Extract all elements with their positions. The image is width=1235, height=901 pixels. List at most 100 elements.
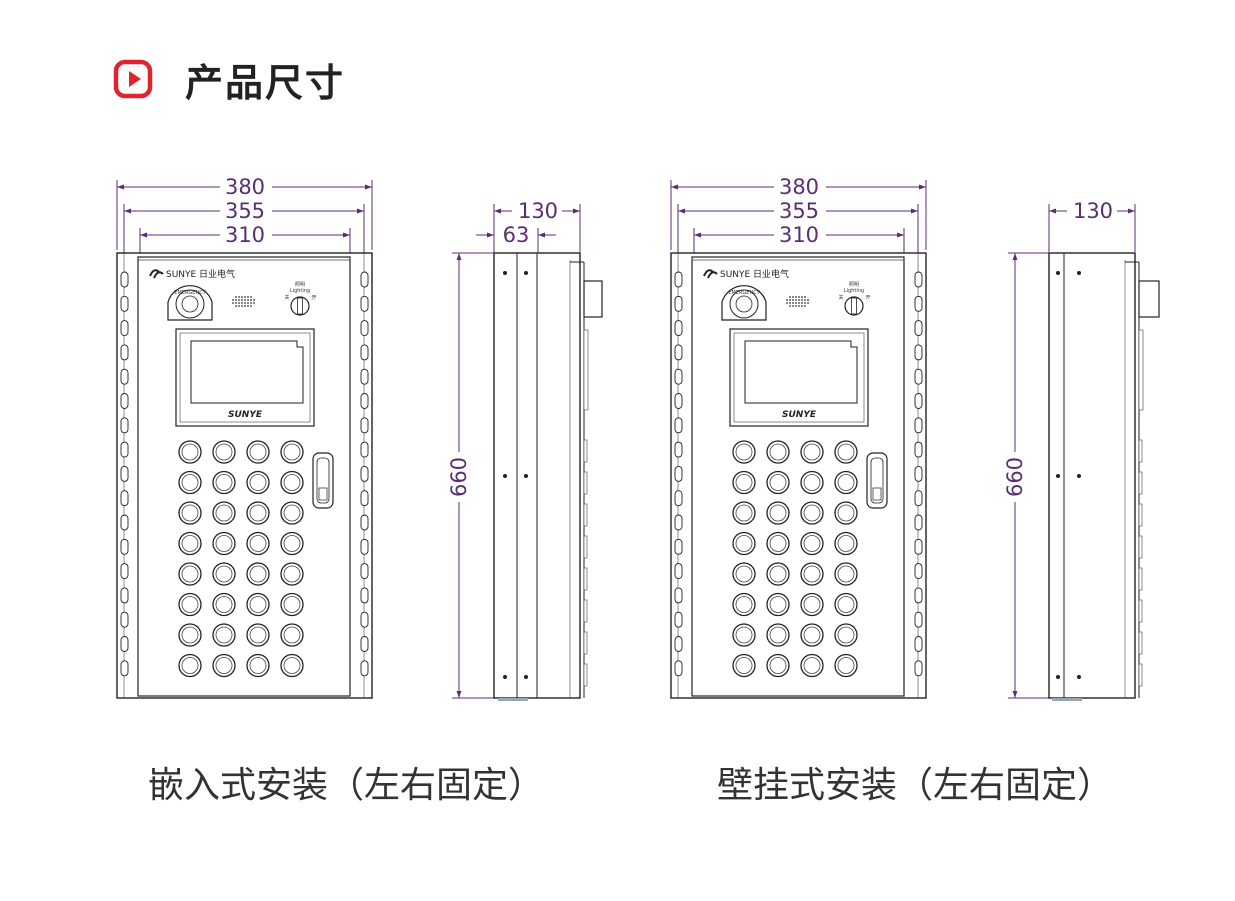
side-view-left: 130 63 660 — [447, 199, 603, 701]
brand-logo: SUNYE 日业电气 — [149, 268, 235, 280]
svg-text:SUNYE: SUNYE — [166, 270, 197, 280]
svg-text:EMERGENCY: EMERGENCY — [174, 290, 206, 296]
indicator-button — [212, 592, 236, 617]
indicator-button — [212, 562, 236, 586]
svg-text:日业电气: 日业电气 — [199, 268, 235, 280]
caption-wall-mount: 壁挂式安装（左右固定） — [717, 765, 1114, 806]
buzzer-grille — [786, 296, 809, 307]
side-view-right: 130 660 — [1003, 199, 1160, 701]
indicator-button — [766, 653, 790, 678]
indicator-button — [766, 440, 790, 464]
mounting-slots — [674, 271, 923, 677]
indicator-button — [246, 531, 270, 556]
emergency-stop-button: EMERGENCY — [721, 285, 767, 321]
svg-text:关: 关 — [284, 294, 289, 301]
display-screen: SUNYE — [175, 328, 315, 427]
indicator-button — [246, 501, 270, 525]
indicator-button — [766, 470, 790, 495]
indicator-button — [178, 470, 202, 495]
dim-width-mid: 355 — [779, 199, 819, 223]
display-screen: SUNYE — [729, 328, 869, 427]
dim-width-outer: 380 — [779, 175, 819, 199]
svg-text:照明: 照明 — [295, 282, 305, 288]
indicator-button — [732, 531, 756, 556]
indicator-button — [178, 440, 202, 464]
dim-depth: 130 — [1073, 199, 1113, 223]
indicator-button — [834, 653, 858, 678]
indicator-button — [280, 501, 304, 525]
indicator-button — [280, 623, 304, 647]
indicator-button — [246, 653, 270, 678]
svg-text:SUNYE: SUNYE — [228, 410, 263, 420]
indicator-button — [246, 470, 270, 495]
indicator-button — [800, 653, 824, 678]
emergency-stop-button: EMERGENCY — [167, 285, 213, 321]
indicator-button — [212, 653, 236, 678]
indicator-button — [246, 440, 270, 464]
dim-flange: 63 — [503, 223, 530, 247]
dim-width-outer: 380 — [225, 175, 265, 199]
indicator-button — [212, 470, 236, 495]
svg-text:开: 开 — [311, 295, 316, 301]
indicator-button — [280, 470, 304, 495]
indicator-button — [766, 501, 790, 525]
dim-depth: 130 — [518, 199, 558, 223]
indicator-button — [834, 592, 858, 617]
indicator-button-grid — [178, 440, 304, 678]
indicator-button — [800, 501, 824, 525]
dim-width-inner: 310 — [225, 223, 265, 247]
svg-text:照明: 照明 — [849, 282, 859, 288]
indicator-button — [212, 440, 236, 464]
indicator-button — [280, 440, 304, 464]
caption-flush-mount: 嵌入式安装（左右固定） — [148, 765, 545, 806]
indicator-button — [766, 531, 790, 556]
indicator-button — [834, 562, 858, 586]
svg-text:EMERGENCY: EMERGENCY — [728, 290, 760, 296]
indicator-button — [732, 501, 756, 525]
indicator-button — [212, 501, 236, 525]
indicator-button — [246, 623, 270, 647]
indicator-button-grid — [732, 440, 858, 678]
indicator-button — [834, 623, 858, 647]
door-handle — [312, 452, 334, 509]
indicator-button — [178, 592, 202, 617]
lighting-switch: 照明 Lighting 关 开 — [284, 282, 317, 316]
door-handle — [866, 452, 888, 509]
indicator-button — [800, 440, 824, 464]
indicator-button — [766, 623, 790, 647]
indicator-button — [280, 592, 304, 617]
svg-text:SUNYE: SUNYE — [720, 270, 751, 280]
indicator-button — [732, 440, 756, 464]
indicator-button — [178, 623, 202, 647]
indicator-button — [800, 562, 824, 586]
indicator-button — [800, 470, 824, 495]
front-view-left: 380 355 310 SUNYE 日业电气 EMERGENCY — [116, 175, 373, 699]
indicator-button — [280, 653, 304, 678]
brand-logo: SUNYE 日业电气 — [703, 268, 789, 280]
indicator-button — [834, 470, 858, 495]
indicator-button — [766, 592, 790, 617]
indicator-button — [732, 562, 756, 586]
buzzer-grille — [232, 296, 255, 307]
indicator-button — [800, 623, 824, 647]
indicator-button — [178, 501, 202, 525]
mounting-slots — [120, 271, 369, 677]
svg-text:Lighting: Lighting — [290, 288, 310, 294]
front-view-right: 380 355 310 SUNYE 日业电气 EMERGENCY — [670, 175, 927, 699]
svg-text:开: 开 — [865, 295, 870, 301]
indicator-button — [834, 440, 858, 464]
play-icon — [113, 59, 153, 99]
indicator-button — [732, 623, 756, 647]
svg-text:关: 关 — [838, 294, 843, 301]
indicator-button — [178, 653, 202, 678]
dim-width-mid: 355 — [225, 199, 265, 223]
indicator-button — [178, 562, 202, 586]
indicator-button — [280, 562, 304, 586]
indicator-button — [178, 531, 202, 556]
indicator-button — [246, 592, 270, 617]
indicator-button — [212, 623, 236, 647]
indicator-button — [800, 531, 824, 556]
indicator-button — [280, 531, 304, 556]
indicator-button — [800, 592, 824, 617]
